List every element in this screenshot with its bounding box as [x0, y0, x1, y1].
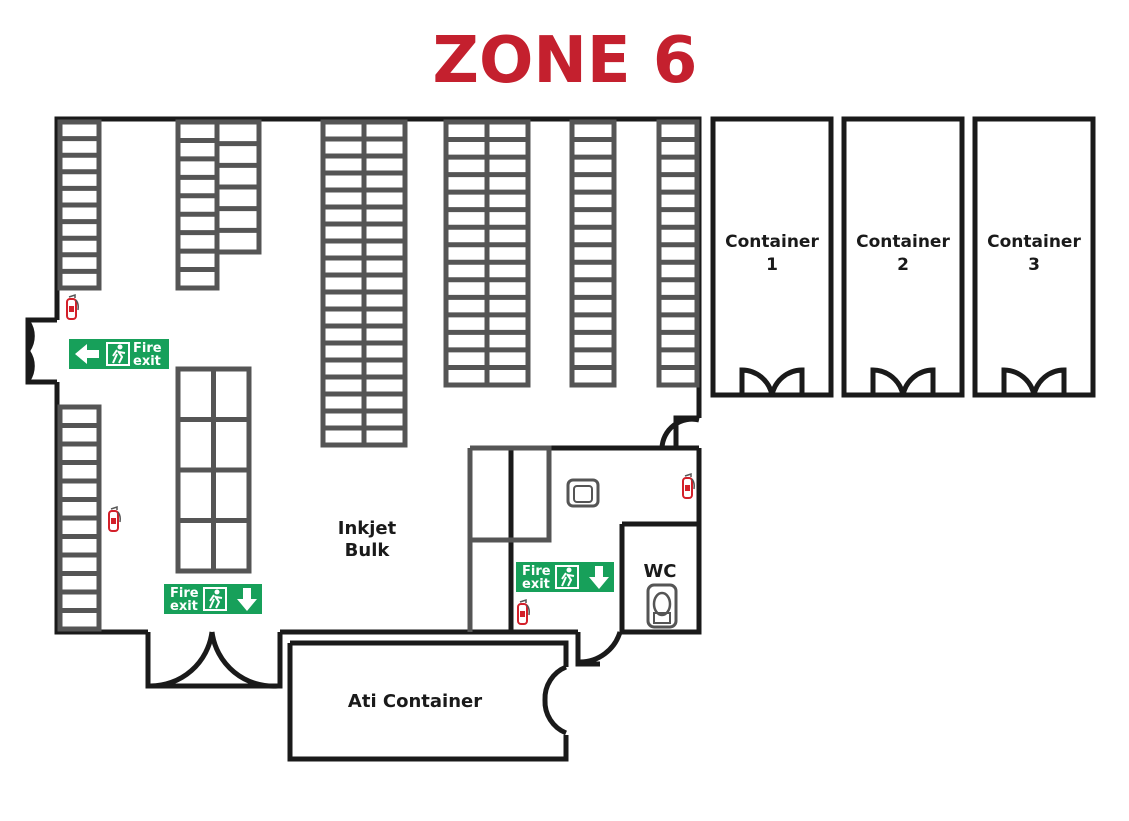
rack-a — [175, 119, 220, 291]
fire-extinguisher-icon — [66, 293, 79, 320]
west-door — [25, 317, 57, 385]
office-walls — [467, 445, 699, 667]
fire-extinguisher-icon — [682, 472, 695, 499]
running-man-icon — [203, 587, 227, 611]
container-2: Container 2 — [841, 116, 965, 398]
rack-c — [320, 119, 408, 448]
running-man-icon — [106, 342, 130, 366]
running-man-icon — [555, 565, 579, 589]
container-1: Container 1 — [710, 116, 834, 398]
rack-west-lower — [57, 404, 102, 632]
rack-west-upper — [57, 119, 102, 291]
fire-extinguisher-icon — [517, 598, 530, 625]
fire-exit-sign-west-line1: Fire — [133, 341, 162, 356]
fire-exit-sign-south-line1: Fire — [170, 586, 199, 601]
ati-container: Ati Container — [287, 640, 569, 762]
rack-b — [214, 119, 262, 255]
racking — [57, 119, 700, 632]
container-3-label: Container — [987, 232, 1081, 252]
container-2-label: Container — [856, 232, 950, 252]
container-1-number: 1 — [766, 255, 778, 275]
rack-d — [443, 119, 531, 388]
ati-container-label: Ati Container — [348, 691, 482, 712]
fire-exit-sign-west: Fire exit — [69, 339, 169, 369]
rack-e — [569, 119, 617, 388]
arrow-down-icon — [589, 566, 609, 589]
rack-block — [175, 366, 252, 574]
toilet-icon — [646, 583, 678, 629]
container-2-number: 2 — [897, 255, 909, 275]
arrow-down-icon — [237, 588, 257, 611]
rack-f — [656, 119, 700, 388]
container-1-label: Container — [725, 232, 819, 252]
fire-exit-sign-office-line2: exit — [522, 577, 550, 592]
sink-icon — [566, 478, 600, 508]
fire-exit-sign-west-line2: exit — [133, 354, 161, 369]
wc-label: WC — [643, 561, 676, 582]
fire-exit-sign-south: Fire exit — [164, 584, 262, 614]
page-title: ZONE 6 — [433, 24, 698, 98]
arrow-left-icon — [75, 344, 99, 364]
east-door — [659, 415, 700, 451]
inkjet-bulk-label-line1: Inkjet — [338, 518, 397, 539]
fire-extinguisher-icon — [108, 505, 121, 532]
south-double-door — [145, 631, 283, 689]
fire-exit-sign-office-line1: Fire — [522, 564, 551, 579]
fire-extinguishers — [66, 293, 695, 625]
container-3: Container 3 — [972, 116, 1096, 398]
fire-exit-sign-office: Fire exit — [516, 562, 614, 592]
fire-exit-sign-south-line2: exit — [170, 599, 198, 614]
container-3-number: 3 — [1028, 255, 1040, 275]
inkjet-bulk-label-line2: Bulk — [345, 540, 391, 561]
